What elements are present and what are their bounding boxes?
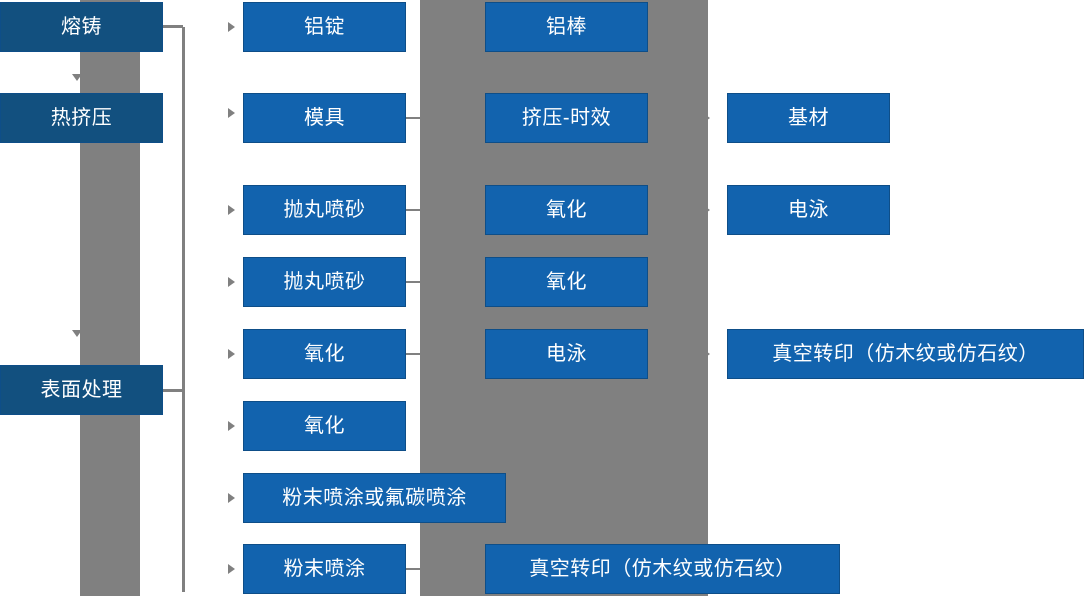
arrow-to-mold [228,108,235,118]
process-node-powder-or-fluorocarbon-coating[interactable]: 粉末喷涂或氟碳喷涂 [243,473,506,523]
stage-node-surface-treatment-label: 表面处理 [40,379,123,401]
arrow-extrusion-down [72,330,82,337]
process-node-shotblast-1[interactable]: 抛丸喷砂 [243,185,406,235]
process-node-powder-coating-label: 粉末喷涂 [283,558,366,580]
process-node-aluminum-bar-label: 铝棒 [546,16,587,38]
tick-row-5 [406,353,428,355]
arrow-to-oxidation-2 [228,421,235,431]
arrow-to-oxidation-1 [228,349,235,359]
stage-node-hot-extrusion-label: 热挤压 [50,107,113,129]
connector-surface-vert [182,27,185,592]
process-node-vacuum-transfer-b-label: 真空转印（仿木纹或仿石纹） [529,558,796,580]
process-node-oxidation-a2[interactable]: 氧化 [243,401,406,451]
arrow-to-shotblast-1 [228,205,235,215]
process-node-mold-label: 模具 [304,107,345,129]
process-node-powder-coating[interactable]: 粉末喷涂 [243,544,406,594]
band-left [80,0,140,596]
arrow-smelting-down [72,74,82,81]
process-node-oxidation-b1-label: 氧化 [546,199,587,221]
process-node-oxidation-a2-label: 氧化 [304,415,345,437]
connector-surface [163,389,185,392]
process-node-substrate[interactable]: 基材 [727,93,890,143]
tick-row-2 [406,117,428,119]
process-node-oxidation-b2-label: 氧化 [546,271,587,293]
process-node-vacuum-transfer-c-label: 真空转印（仿木纹或仿石纹） [772,343,1039,365]
arrow-to-aluminum-ingot [228,22,235,32]
connector-smelting [163,25,183,28]
process-node-extrusion-aging-label: 挤压-时效 [521,107,612,129]
process-node-shotblast-2-label: 抛丸喷砂 [283,271,366,293]
process-node-mold[interactable]: 模具 [243,93,406,143]
stage-node-surface-treatment[interactable]: 表面处理 [0,365,163,415]
process-node-vacuum-transfer-c[interactable]: 真空转印（仿木纹或仿石纹） [727,329,1084,379]
process-node-oxidation-a1[interactable]: 氧化 [243,329,406,379]
arrow-to-electrophoresis [703,205,710,215]
process-node-electrophoresis-b-label: 电泳 [546,343,587,365]
stage-node-hot-extrusion[interactable]: 热挤压 [0,93,163,143]
process-node-electrophoresis-c-label: 电泳 [788,199,829,221]
band-middle [420,0,438,596]
process-node-substrate-label: 基材 [788,107,829,129]
arrow-to-shotblast-2 [228,277,235,287]
tick-row-3 [406,209,428,211]
process-node-oxidation-b2[interactable]: 氧化 [485,257,648,307]
arrow-to-vacuum-transfer [703,349,710,359]
process-node-aluminum-ingot-label: 铝锭 [304,16,345,38]
tick-row-4 [406,281,428,283]
arrow-to-substrate [703,113,710,123]
stage-node-smelting[interactable]: 熔铸 [0,2,163,52]
process-node-aluminum-bar[interactable]: 铝棒 [485,2,648,52]
tick-row-8 [406,568,428,570]
process-node-electrophoresis-c[interactable]: 电泳 [727,185,890,235]
process-node-shotblast-2[interactable]: 抛丸喷砂 [243,257,406,307]
arrow-to-powder-coating-2 [228,564,235,574]
process-node-electrophoresis-b[interactable]: 电泳 [485,329,648,379]
process-node-shotblast-1-label: 抛丸喷砂 [283,199,366,221]
arrow-to-powder-coating-1 [228,493,235,503]
stage-node-smelting-label: 熔铸 [61,16,102,38]
process-node-oxidation-b1[interactable]: 氧化 [485,185,648,235]
process-node-powder-or-fluorocarbon-coating-label: 粉末喷涂或氟碳喷涂 [282,487,467,509]
process-node-extrusion-aging[interactable]: 挤压-时效 [485,93,648,143]
process-node-vacuum-transfer-b[interactable]: 真空转印（仿木纹或仿石纹） [485,544,840,594]
process-node-oxidation-a1-label: 氧化 [304,343,345,365]
process-node-aluminum-ingot[interactable]: 铝锭 [243,2,406,52]
